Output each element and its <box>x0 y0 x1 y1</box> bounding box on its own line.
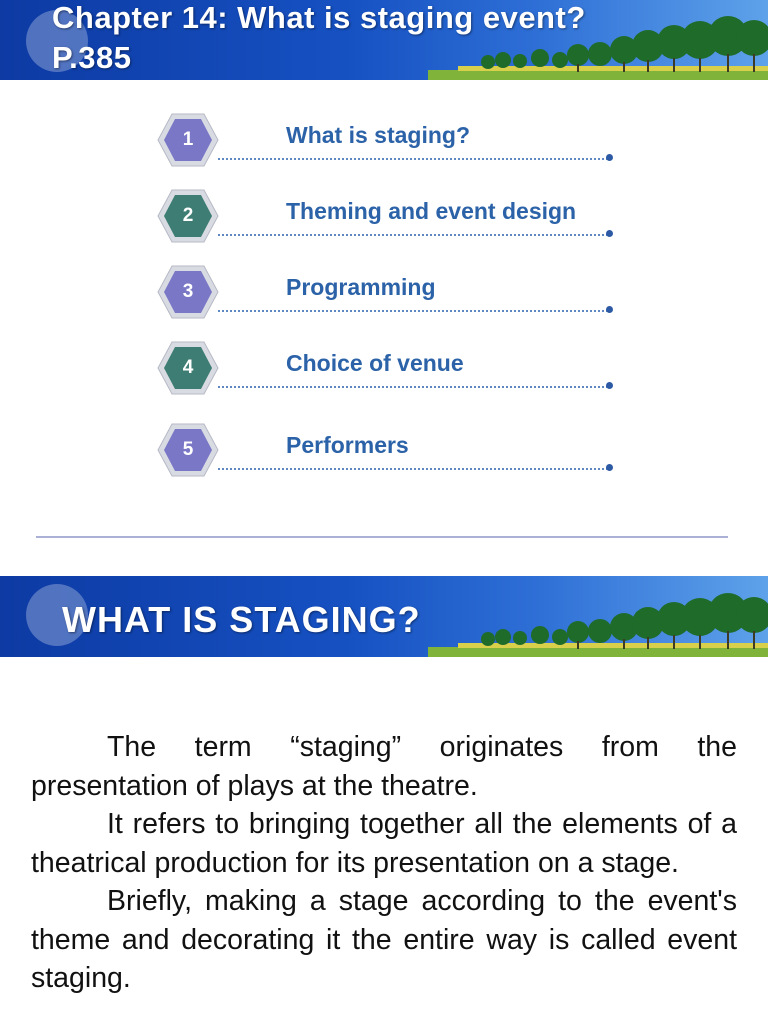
tree-landscape-graphic <box>428 16 768 80</box>
paragraph: The term “staging” originates from the p… <box>31 731 737 802</box>
section-title: WHAT IS STAGING? <box>62 599 421 640</box>
agenda-item-number: 1 <box>182 129 194 150</box>
agenda-item-label: Choice of venue <box>286 350 464 376</box>
underline-end-dot <box>606 306 613 313</box>
slide-divider <box>36 536 728 538</box>
agenda-item-number: 5 <box>182 439 194 460</box>
agenda-item-label: What is staging? <box>286 122 470 148</box>
agenda-item-number: 4 <box>182 357 194 378</box>
dotted-underline <box>218 234 608 236</box>
hexagon-number-icon <box>157 423 219 477</box>
staging-definition-text: The term “staging” originates from the p… <box>31 728 737 998</box>
agenda-item: 3 Programming <box>156 264 616 324</box>
underline-end-dot <box>606 382 613 389</box>
agenda-item: 1 What is staging? <box>156 112 616 172</box>
decorative-circle <box>26 584 88 646</box>
chapter-title-line-2: P.385 <box>52 40 132 75</box>
paragraph: Briefly, making a stage according to the… <box>31 885 737 994</box>
underline-end-dot <box>606 154 613 161</box>
dotted-underline <box>218 310 608 312</box>
chapter-title-banner <box>0 0 768 80</box>
agenda-item-label: Performers <box>286 432 409 458</box>
chapter-title-line-1: Chapter 14: What is staging event? <box>52 0 586 35</box>
agenda-item: 5 Performers <box>156 422 616 482</box>
section-title-banner <box>0 576 768 657</box>
decorative-circle <box>26 10 88 72</box>
dotted-underline <box>218 158 608 160</box>
paragraph: It refers to bringing together all the e… <box>31 808 737 879</box>
chapter-title: Chapter 14: What is staging event? P.385 <box>52 0 586 78</box>
dotted-underline <box>218 468 608 470</box>
agenda-item-label: Theming and event design <box>286 198 577 224</box>
tree-landscape-graphic <box>428 593 768 657</box>
agenda-item-number: 2 <box>182 205 194 226</box>
hexagon-number-icon <box>157 113 219 167</box>
hexagon-number-icon <box>157 189 219 243</box>
dotted-underline <box>218 386 608 388</box>
hexagon-number-icon <box>157 341 219 395</box>
agenda-item: 2 Theming and event design <box>156 188 616 248</box>
hexagon-number-icon <box>157 265 219 319</box>
underline-end-dot <box>606 464 613 471</box>
agenda-item-label: Programming <box>286 274 436 300</box>
underline-end-dot <box>606 230 613 237</box>
agenda-item-number: 3 <box>182 281 194 302</box>
agenda-item: 4 Choice of venue <box>156 340 616 400</box>
